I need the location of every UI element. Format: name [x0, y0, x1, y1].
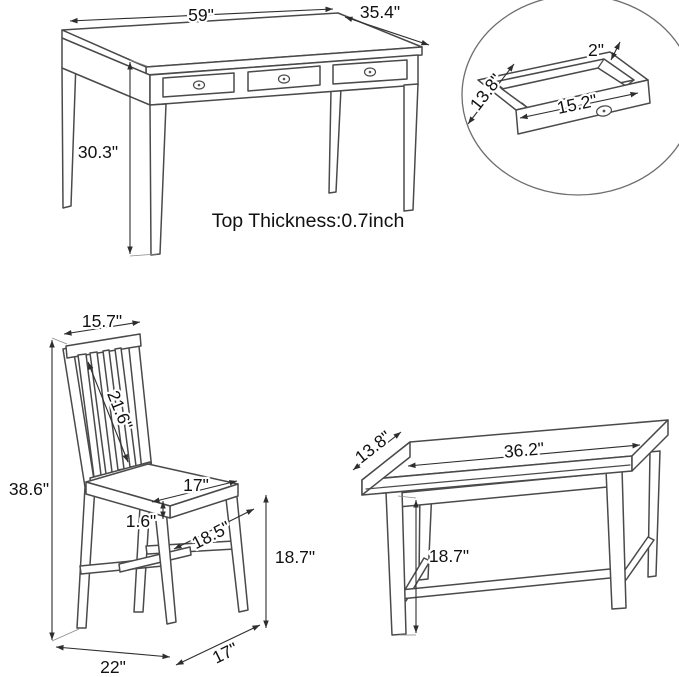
dim-chair-total-height: 38.6": [9, 479, 49, 499]
bench-drawing: 13.8" 36.2" 18.7": [349, 419, 669, 636]
dim-line-chair-backrest: [87, 361, 129, 463]
desk-top-thickness-note: Top Thickness:0.7inch: [212, 210, 405, 232]
dim-line-desk-width: [69, 6, 334, 24]
dim-line-chair-base-width: [175, 624, 261, 666]
extension-line: [397, 495, 417, 499]
drawer-cavity-wall-line: [597, 58, 605, 69]
dim-desk-width: 59": [188, 5, 214, 25]
dim-chair-base-depth: 22": [100, 657, 126, 677]
extension-line: [129, 59, 148, 67]
desk-back-right-leg: [328, 87, 342, 194]
dim-chair-back-width: 15.7": [82, 311, 122, 331]
drawer-handle-dot: [368, 70, 372, 74]
bench-front-left-leg: [385, 489, 407, 636]
dim-line-drawer-width: [519, 91, 639, 120]
desk-drawing: 59" 35.4" 30.3" Top Thickness:0.7inch: [61, 0, 430, 257]
dim-chair-backrest-height: 21.6": [103, 388, 137, 433]
dim-chair-seat-width: 17": [183, 475, 209, 495]
dim-line-drawer-depth: [467, 63, 515, 125]
dim-line-bench-width: [407, 442, 641, 469]
dim-chair-seat-thickness: 1.6": [126, 511, 157, 531]
dim-bench-width: 36.2": [503, 438, 545, 461]
bench-front-right-leg: [605, 467, 627, 610]
dim-chair-base-width: 17": [209, 638, 241, 667]
dim-line-chair-base-depth: [55, 644, 171, 660]
dim-chair-seat-height: 18.7": [275, 547, 315, 567]
bench-cushion-seam: [365, 464, 631, 490]
dim-line-chair-seat-width: [151, 480, 238, 503]
bench-rear-right-leg: [647, 450, 661, 578]
drawer-handle-dot: [282, 77, 286, 81]
dim-bench-height: 18.7": [429, 546, 469, 566]
extension-line: [51, 628, 80, 642]
drawer-handle-dot: [197, 83, 201, 87]
desk-front-right-leg: [403, 83, 419, 212]
extension-line: [129, 253, 158, 257]
chair-seat-left-edge: [85, 481, 171, 519]
drawer-detail-drawing: 15.2" 13.8" 2": [461, 0, 679, 196]
chair-crest-rail: [65, 333, 142, 359]
desk-back-left-leg: [61, 61, 77, 209]
dim-line-drawer-lip: [610, 41, 621, 61]
drawer-handle-dot: [602, 109, 606, 113]
dim-desk-height: 30.3": [78, 142, 118, 162]
dim-line-chair-seat-depth: [173, 508, 255, 550]
desk-front-left-leg: [149, 103, 167, 256]
dim-desk-depth: 35.4": [360, 2, 400, 22]
extension-line: [51, 337, 68, 345]
chair-drawing: 15.7" 21.6" 38.6" 17" 1.6" 18.5" 18.7" 2…: [7, 309, 318, 677]
bench-front-stretcher: [399, 567, 621, 600]
dim-line-bench-depth: [352, 431, 402, 471]
dim-drawer-lip-height: 2": [588, 40, 604, 60]
dim-line-desk-depth: [344, 16, 430, 46]
dim-line-chair-back-width: [63, 320, 141, 336]
